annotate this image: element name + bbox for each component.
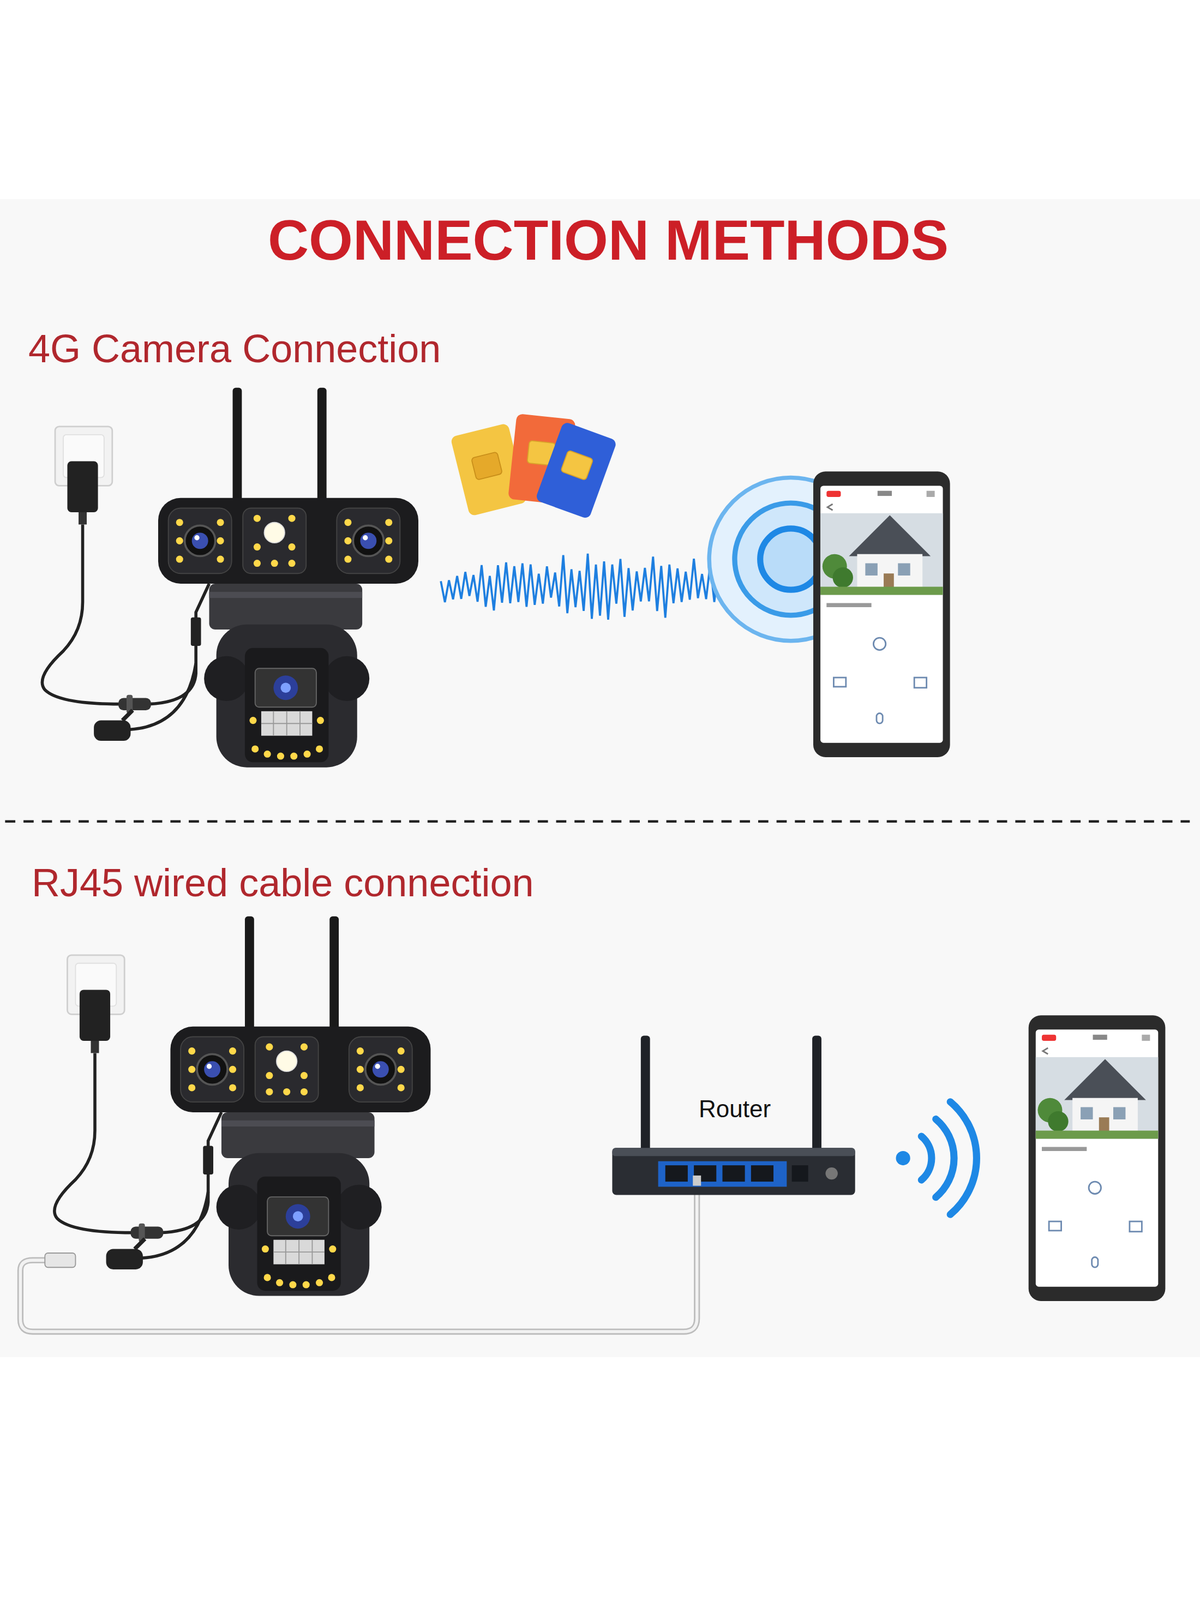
divider [4, 819, 1190, 823]
title: CONNECTION METHODS [267, 207, 949, 274]
camera-wired [54, 916, 431, 1296]
section-heading: RJ45 wired cable connection [31, 860, 534, 906]
camera-4g [42, 387, 419, 768]
device-label: Router [698, 1095, 771, 1124]
router [612, 1035, 855, 1196]
rj45-plug [44, 1252, 76, 1268]
wifi-symbol [896, 1101, 977, 1215]
node-text: Router [698, 1095, 771, 1124]
section-heading: 4G Camera Connection [28, 326, 441, 372]
phone [813, 471, 951, 758]
sim-cards [450, 413, 617, 520]
panel-ground [0, 199, 1200, 1358]
phone [1028, 1015, 1166, 1301]
